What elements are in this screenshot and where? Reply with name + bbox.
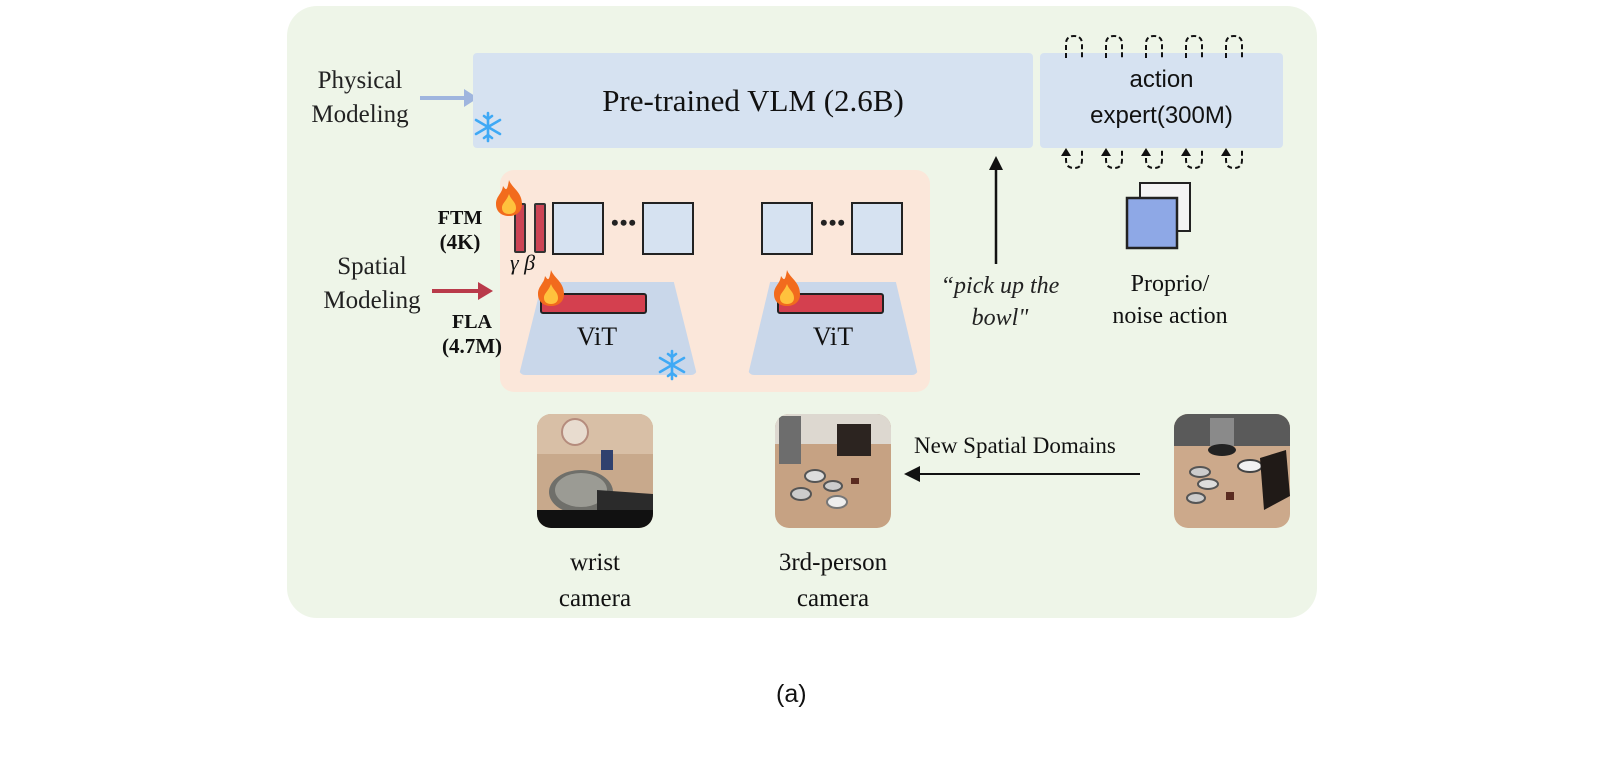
image-token [552, 202, 604, 255]
token-ellipsis: ••• [611, 210, 638, 235]
vlm-block [473, 53, 1033, 148]
proprio-stack-icon [1125, 182, 1191, 250]
beta-symbol: β [524, 250, 536, 275]
vlm-label: Pre-trained VLM (2.6B) [602, 82, 904, 118]
new-domain-camera-image [1174, 414, 1290, 528]
vit-label: ViT [812, 322, 854, 351]
snowflake-icon [655, 348, 689, 387]
token-ellipsis: ••• [820, 210, 847, 235]
image-token [851, 202, 903, 255]
image-token [761, 202, 813, 255]
gamma-symbol: γ [510, 250, 519, 275]
action-expert-flow-arrows [1061, 34, 1243, 170]
new-spatial-domains-label: New Spatial Domains [914, 433, 1116, 458]
ftm-label: FTM (4K) [437, 207, 483, 254]
snowflake-icon [471, 110, 505, 150]
action-expert-block [1040, 53, 1283, 148]
wrist-camera-caption: wrist camera [558, 549, 632, 612]
wrist-camera-image [537, 414, 653, 528]
flame-icon [534, 268, 568, 313]
physical-modeling-arrow [420, 89, 478, 107]
flame-icon [492, 178, 526, 223]
action-expert-label: action expert(300M) [1090, 66, 1233, 129]
fla-label: FLA (4.7M) [441, 311, 503, 358]
third-person-camera-image [775, 414, 891, 528]
fla-adapter-bar [540, 293, 647, 314]
instruction-arrow [989, 156, 1003, 264]
proprio-label: Proprio/ noise action [1112, 271, 1228, 329]
spatial-modeling-label: Spatial Modeling [323, 253, 421, 314]
third-person-camera-caption: 3rd-person camera [778, 549, 888, 612]
instruction-text: “pick up the bowl" [940, 273, 1060, 331]
spatial-modeling-arrow [432, 282, 493, 300]
image-token [642, 202, 694, 255]
flame-icon [770, 268, 804, 313]
fla-adapter-bar [777, 293, 884, 314]
gamma-beta-symbols: γ β [510, 250, 535, 276]
new-spatial-domains-arrow [904, 466, 1140, 482]
vit-label: ViT [576, 322, 618, 351]
physical-modeling-label: Physical Modeling [311, 67, 409, 128]
film-beta-bar [534, 203, 546, 253]
figure-label: (a) [776, 680, 807, 708]
